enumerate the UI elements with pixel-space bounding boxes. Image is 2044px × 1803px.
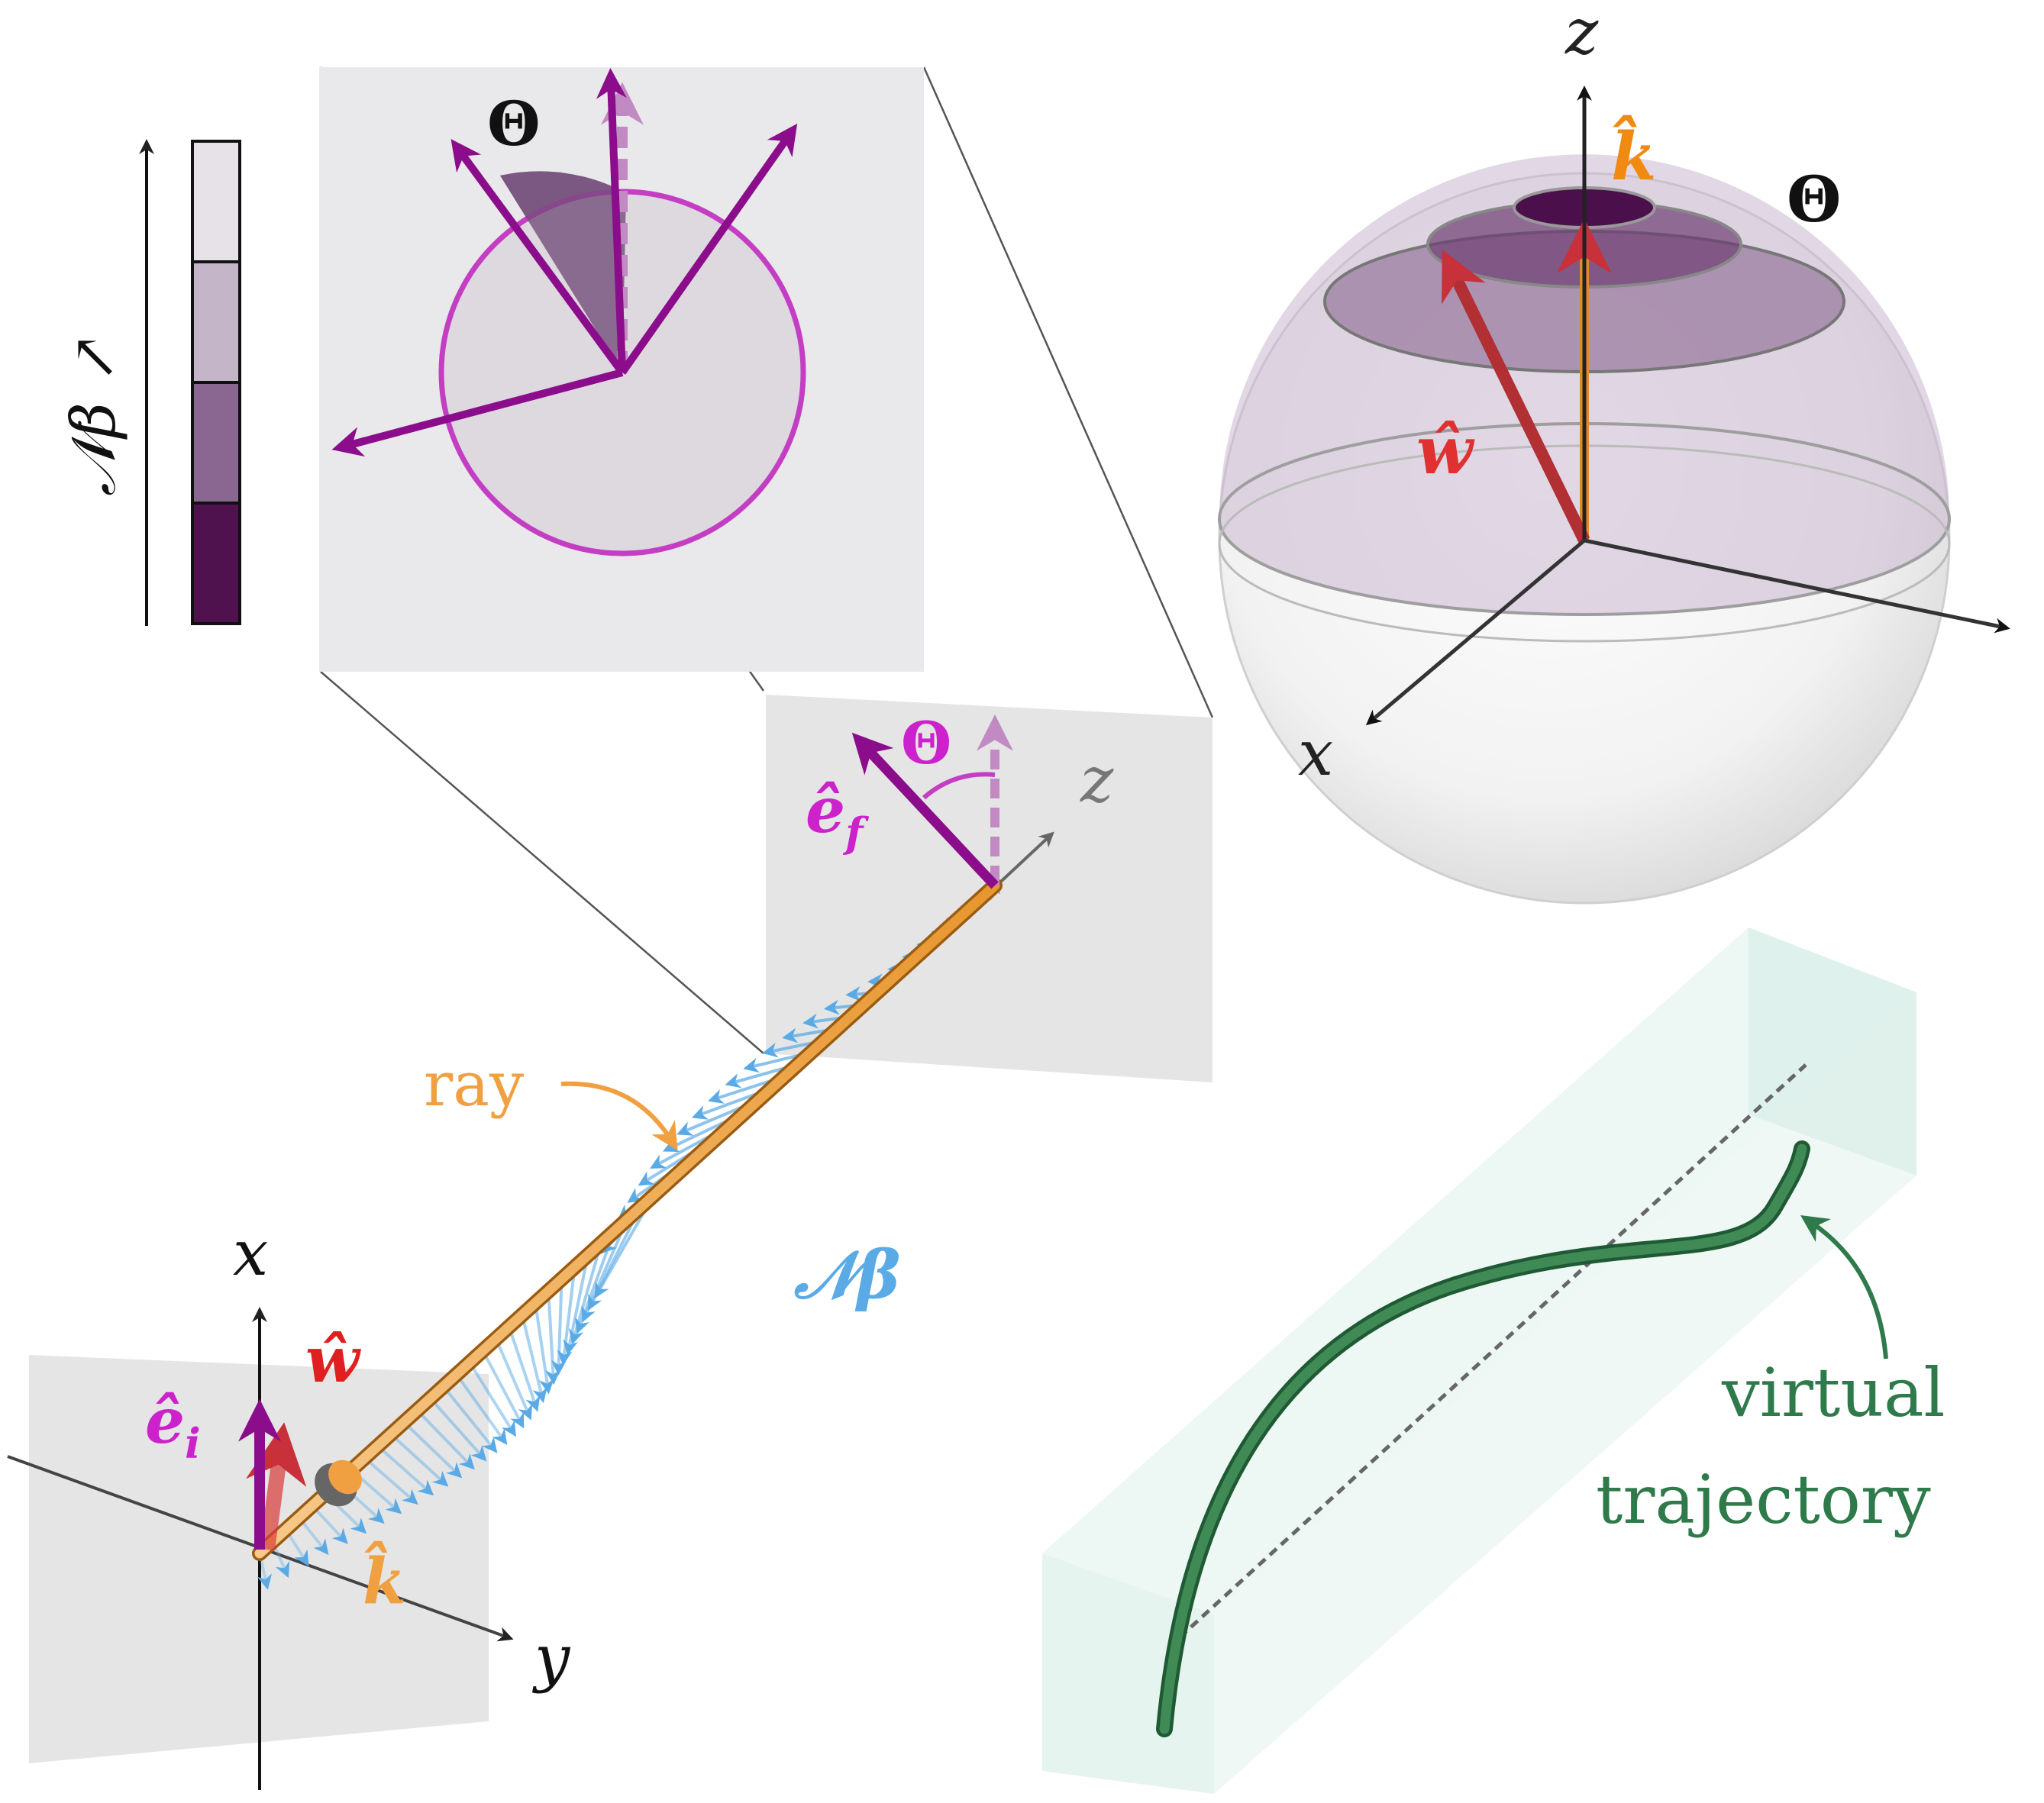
nbeta-vector bbox=[507, 1326, 541, 1412]
polarization-arrow bbox=[450, 139, 626, 375]
sphere-diagram: z x k̂ ŵ Θ bbox=[1218, 0, 2010, 905]
ei-label: êi bbox=[145, 1385, 201, 1468]
trajectory-diagram: virtual trajectory bbox=[1042, 927, 1946, 1794]
theta-cone-sector bbox=[500, 171, 626, 373]
trajectory-label-pointer bbox=[1800, 1215, 1888, 1360]
nbeta-vector bbox=[455, 1373, 508, 1446]
sphere-w-label: ŵ bbox=[1416, 412, 1475, 489]
box-end-face bbox=[1749, 927, 1916, 1176]
nbeta-vector bbox=[363, 1456, 418, 1505]
polarization-arrow bbox=[596, 68, 627, 373]
k-label: k̂ bbox=[363, 1541, 406, 1618]
trajectory-label-line2: trajectory bbox=[1596, 1460, 1931, 1539]
nbeta-label: 𝒩β bbox=[793, 1237, 901, 1314]
ray-direction-marker bbox=[328, 1459, 362, 1495]
nbeta-vector bbox=[551, 1279, 567, 1376]
polarization-arrow bbox=[618, 123, 798, 375]
colorbar-swatch bbox=[191, 260, 241, 384]
colorbar bbox=[191, 140, 241, 625]
colorbar-swatch bbox=[191, 502, 241, 625]
w-vector-arrow bbox=[246, 1422, 307, 1551]
zoom-inset: Θ bbox=[319, 66, 1214, 1054]
nbeta-vector bbox=[376, 1444, 434, 1496]
sphere-z-label: z bbox=[1564, 0, 1599, 69]
nbeta-vector bbox=[429, 1397, 487, 1462]
inset-theta-label: Θ bbox=[487, 88, 541, 160]
sphere-k-label: k̂ bbox=[1611, 115, 1657, 195]
w-vector-arrow bbox=[1442, 250, 1590, 543]
nbeta-vector bbox=[520, 1314, 547, 1404]
nbeta-vector bbox=[442, 1385, 498, 1453]
nbeta-vector bbox=[494, 1337, 533, 1421]
ef-vector-arrow bbox=[851, 732, 999, 889]
ray-label: ray bbox=[424, 1049, 524, 1120]
x-axis-line bbox=[1365, 539, 1586, 726]
colorbar-swatch bbox=[191, 140, 241, 263]
w-label: ŵ bbox=[305, 1324, 361, 1397]
y-axis-line bbox=[1584, 538, 2010, 634]
sphere-x-label: x bbox=[1298, 718, 1333, 790]
ray-diagram: ray 𝒩β x y z ŵ k̂ Θ êi êf bbox=[7, 695, 1213, 1790]
theta-arc bbox=[922, 772, 996, 800]
nbeta-vector bbox=[402, 1421, 463, 1479]
y-axis-label: y bbox=[531, 1622, 571, 1695]
z-axis-line bbox=[991, 831, 1054, 891]
box-side-face bbox=[1214, 992, 1916, 1794]
legend-axis-label: 𝒩β ↗ bbox=[58, 332, 129, 496]
ray-label-pointer bbox=[560, 1081, 678, 1151]
nbeta-vector bbox=[311, 1505, 348, 1544]
zoom-connector-line bbox=[922, 66, 1214, 718]
virtual-trajectory-curve bbox=[1159, 1143, 1807, 1734]
nbeta-vector bbox=[468, 1361, 516, 1437]
nbeta-vector bbox=[545, 1291, 561, 1385]
trajectory-label-line1: virtual bbox=[1721, 1353, 1946, 1432]
x-axis-label: x bbox=[233, 1218, 268, 1290]
nbeta-vector bbox=[389, 1433, 449, 1487]
z-axis-label: z bbox=[1080, 744, 1114, 817]
theta-label: Θ bbox=[901, 709, 951, 777]
svg-text:êi: êi bbox=[145, 1385, 201, 1468]
colorbar-legend: 𝒩β ↗ bbox=[58, 139, 241, 626]
sphere-theta-label: Θ bbox=[1787, 163, 1841, 237]
zoom-connector-line bbox=[320, 671, 764, 1054]
nbeta-vector bbox=[415, 1409, 475, 1470]
ray-rod bbox=[254, 880, 1000, 1559]
nbeta-vector bbox=[481, 1350, 525, 1429]
polarization-arrow bbox=[331, 369, 624, 457]
box-centerline bbox=[1178, 1063, 1807, 1639]
colorbar-swatch bbox=[191, 381, 241, 505]
